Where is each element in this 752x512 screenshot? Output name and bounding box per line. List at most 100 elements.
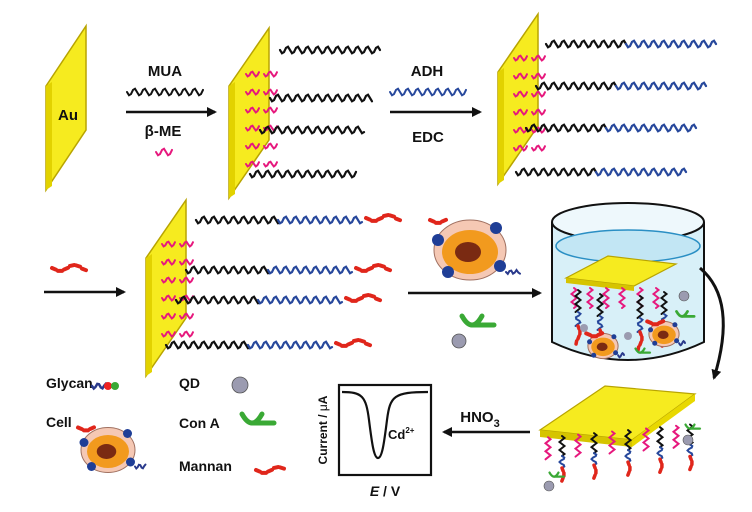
con-a-legend-icon [239,411,277,426]
mannan-segment [688,464,693,472]
gold-electrode-adh [497,11,718,187]
mannan-segment [278,465,286,471]
receptor [652,340,658,346]
step1-arrow-group: MUA β-ME [126,63,217,157]
bme-chain [161,240,176,248]
mua-chain [184,265,270,275]
voltammogram-plot: Cd2+ Current / μA E / V [316,383,433,499]
mua-chain [655,426,665,449]
bme-chain [161,294,176,302]
receptor [591,352,597,358]
legend: Glycan Cell QD Con A Mannan [46,375,286,475]
mannan-segment [346,340,354,347]
bme-chain-icon [155,147,173,157]
cell-glycan [440,217,448,224]
bme-chain [513,72,528,80]
adh-chain [276,215,364,225]
cell-glycan [134,463,147,471]
cell-icon [428,217,521,281]
cell-glycan [678,339,686,347]
bme-chain [245,142,260,150]
mannan-segment [636,345,641,352]
adh-chain [604,123,698,133]
mannan-segment [364,216,372,222]
cell-legend-icon [76,425,147,473]
mua-label: MUA [148,63,182,80]
mannan-segment [626,460,631,467]
mua-chain [514,167,598,177]
bme-chain [585,287,595,309]
mannan-segment [374,296,382,303]
bme-layer [161,240,194,338]
legend-qd-label: QD [179,375,200,391]
bme-chain [179,312,194,320]
qd [543,480,555,492]
mannan-segment [394,216,402,223]
step2-arrow-group: ADH EDC [389,63,482,146]
bme-chain [245,88,260,96]
mannan-chains [164,213,402,350]
bme-chain [179,240,194,248]
cell-nucleus [657,330,669,340]
bme-chain [617,287,627,309]
adh-chain [590,452,598,467]
mannan-segment [576,334,581,341]
mannan-segment [358,338,366,344]
mannan-segment [254,468,262,474]
mua-chain [589,432,599,455]
bme-chain [245,124,260,132]
receptor [494,260,506,272]
adh-chain [596,315,604,331]
cell-glycan [428,218,436,224]
mannan-segment [62,265,70,272]
glycan-icon [90,382,119,391]
bme-chain [531,108,546,116]
qd-legend-icon [231,376,249,394]
adh-chain [594,167,688,177]
adh-chain [686,443,694,458]
receptor [87,462,96,471]
mannan-icon [50,263,88,273]
qd [624,332,632,340]
bme-chain [263,88,278,96]
mua-chain [557,435,567,457]
bme-chain [263,142,278,150]
receptor [611,334,617,340]
bme-chain [651,287,661,309]
receptor [126,457,135,467]
mannan-segment [80,266,88,273]
mua-chain [194,215,280,225]
mannan-segment [576,324,581,331]
adh-label: ADH [411,63,444,80]
adh-chain [266,265,354,275]
mannan-segment [68,263,76,268]
mannan-segment [376,215,384,222]
gold-electrode-bare: Au [45,23,87,193]
cd-label: Cd2+ [388,426,415,442]
step5-arrow-group: HNO3 [442,409,530,437]
mannan-segment [658,457,663,464]
glycan-bead [104,382,112,390]
mannan-segment [638,330,643,337]
bme-chain [573,433,583,458]
mannan-segment [272,465,280,470]
mannan-legend-icon [254,465,286,475]
mannan-segment [688,454,693,462]
bme-chain [179,276,194,284]
bme-chain [671,424,681,449]
bme-chain [531,144,546,152]
mua-chain [573,289,583,313]
bme-chain [513,144,528,152]
mannan-segment [354,266,362,272]
bme-chain [263,106,278,114]
bme-chain [245,106,260,114]
mannan-segment [372,263,380,268]
mannan-segment [626,470,631,477]
receptor [672,322,678,328]
mannan-segment [334,341,342,347]
mua-chain-icon [126,87,204,97]
receptor [123,429,132,438]
mua-chain [595,293,605,317]
qd [580,324,588,332]
